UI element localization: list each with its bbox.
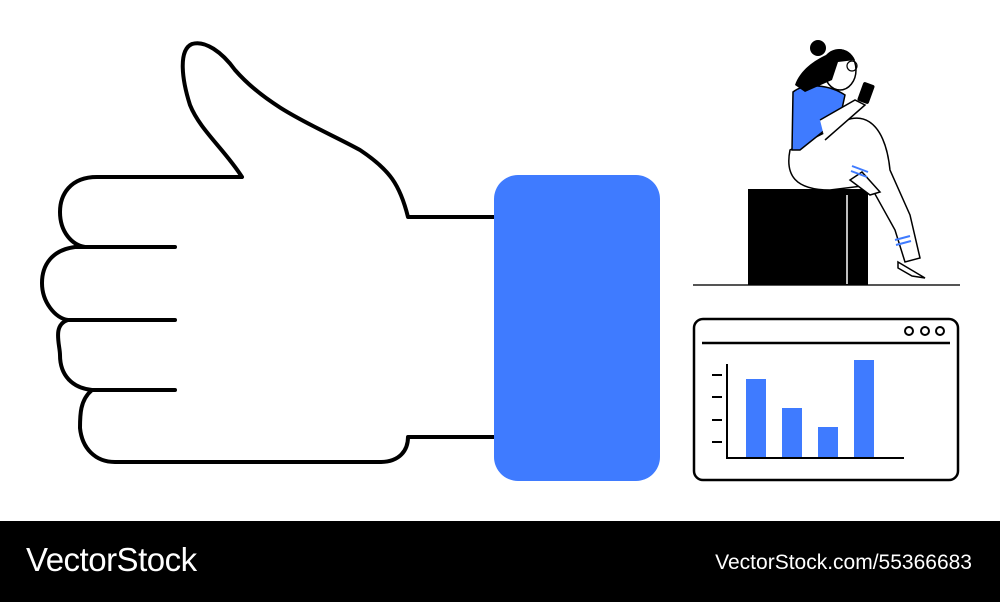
cuff	[494, 175, 660, 481]
window-dot-icon	[920, 326, 930, 336]
chart-bar	[746, 379, 766, 457]
chart-bar	[818, 427, 838, 457]
chart-bar	[782, 408, 802, 457]
watermark-footer: VectorStock VectorStock.com/55366683	[0, 521, 1000, 602]
browser-chart-window	[692, 317, 960, 482]
woman-sitting-icon	[693, 40, 960, 286]
thumbs-up-hand-icon	[40, 41, 496, 464]
illustration	[40, 40, 960, 482]
chart-bar	[854, 360, 874, 457]
vectorstock-logo: VectorStock	[26, 541, 197, 578]
window-dot-icon	[935, 326, 945, 336]
image-reference: VectorStock.com/55366683	[715, 551, 972, 574]
window-dot-icon	[904, 326, 914, 336]
